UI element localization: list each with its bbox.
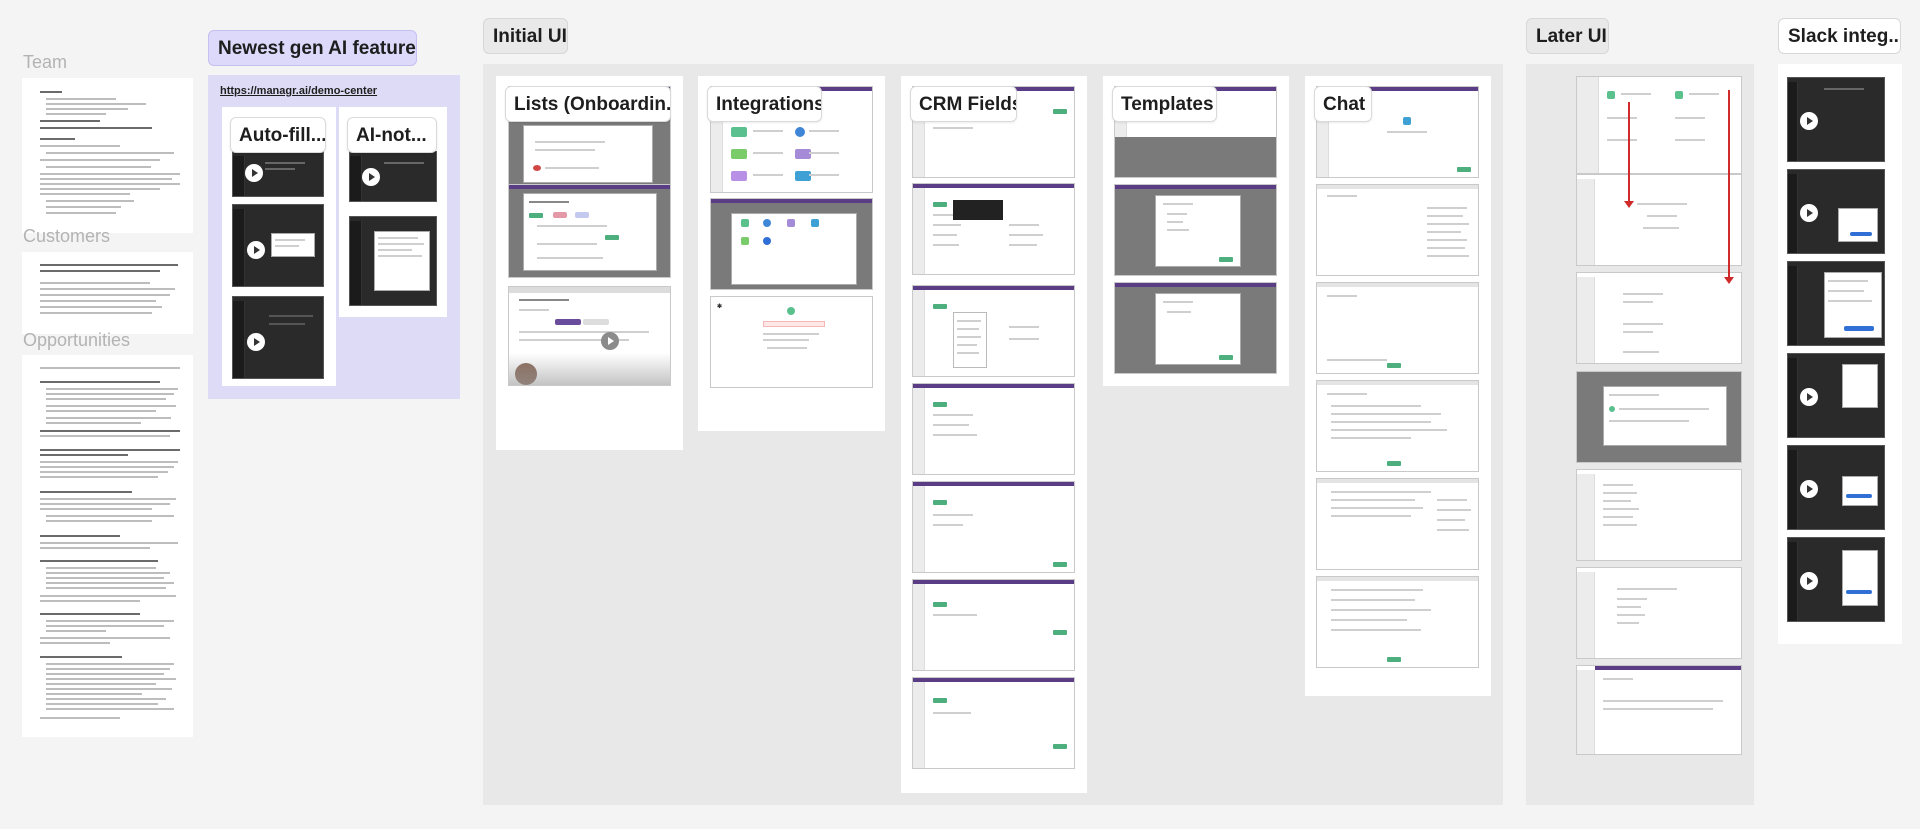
- team-section-label: Team: [23, 52, 68, 72]
- slack-screenshot-4[interactable]: [1787, 353, 1885, 438]
- chat-screenshot-4[interactable]: [1316, 380, 1479, 472]
- slack-screenshot-3[interactable]: [1787, 261, 1885, 346]
- autofill-screenshot-1[interactable]: [232, 151, 324, 197]
- initial-ui-column-chat: [1305, 76, 1491, 696]
- later-ui-screenshot-2[interactable]: [1576, 174, 1742, 266]
- gen-ai-column-autofill: [222, 107, 336, 386]
- initial-ui-column-templates: [1103, 76, 1289, 386]
- play-icon[interactable]: [601, 332, 619, 350]
- play-icon[interactable]: [1800, 204, 1818, 222]
- column-title-chat[interactable]: Chat: [1314, 86, 1372, 122]
- initial-ui-column-lists: [496, 76, 683, 450]
- ai-notes-screenshot-1[interactable]: [349, 151, 437, 202]
- opportunities-document[interactable]: [22, 355, 193, 737]
- initial-ui-column-integrations: ✱: [698, 76, 885, 431]
- crm-fields-screenshot-4[interactable]: [912, 383, 1075, 475]
- column-title-ai-notes[interactable]: AI-not...: [347, 117, 437, 153]
- initial-ui-section-title[interactable]: Initial UI: [483, 18, 568, 54]
- crm-fields-screenshot-7[interactable]: [912, 677, 1075, 769]
- column-title-templates[interactable]: Templates: [1112, 86, 1217, 122]
- later-ui-screenshot-4[interactable]: [1576, 371, 1742, 463]
- lists-screenshot-2[interactable]: [508, 184, 671, 278]
- initial-ui-column-crm-fields: [901, 76, 1087, 793]
- flow-arrow-icon: [1724, 90, 1734, 284]
- play-icon[interactable]: [247, 241, 265, 259]
- slack-section-area: [1778, 64, 1902, 644]
- slack-screenshot-6[interactable]: [1787, 537, 1885, 622]
- slack-screenshot-5[interactable]: [1787, 445, 1885, 530]
- slack-screenshot-1[interactable]: [1787, 77, 1885, 162]
- customers-document[interactable]: [22, 252, 193, 334]
- column-title-crm-fields[interactable]: CRM Fields: [910, 86, 1017, 122]
- later-ui-screenshot-3[interactable]: [1576, 272, 1742, 364]
- slack-section-title[interactable]: Slack integ...: [1778, 18, 1901, 54]
- ai-notes-screenshot-2[interactable]: [349, 216, 437, 306]
- gen-ai-section-title[interactable]: Newest gen AI features: [208, 30, 417, 66]
- crm-fields-screenshot-3[interactable]: [912, 285, 1075, 377]
- play-icon[interactable]: [362, 168, 380, 186]
- column-title-integrations[interactable]: Integrations: [707, 86, 822, 122]
- slack-screenshot-2[interactable]: [1787, 169, 1885, 254]
- later-ui-screenshot-6[interactable]: [1576, 567, 1742, 659]
- play-icon[interactable]: [1800, 388, 1818, 406]
- autofill-screenshot-3[interactable]: [232, 296, 324, 379]
- demo-center-link[interactable]: https://managr.ai/demo-center: [220, 85, 378, 97]
- crm-fields-screenshot-5[interactable]: [912, 481, 1075, 573]
- crm-fields-screenshot-6[interactable]: [912, 579, 1075, 671]
- chat-screenshot-5[interactable]: [1316, 478, 1479, 570]
- crm-fields-screenshot-2[interactable]: [912, 183, 1075, 275]
- templates-screenshot-2[interactable]: [1114, 184, 1277, 276]
- templates-screenshot-3[interactable]: [1114, 282, 1277, 374]
- opportunities-section-label: Opportunities: [23, 330, 131, 350]
- integrations-screenshot-2[interactable]: [710, 198, 873, 290]
- play-icon[interactable]: [1800, 480, 1818, 498]
- later-ui-screenshot-1[interactable]: [1576, 76, 1742, 174]
- column-title-lists[interactable]: Lists (Onboardin...: [505, 86, 671, 122]
- column-title-autofill[interactable]: Auto-fill...: [230, 117, 326, 153]
- autofill-screenshot-2[interactable]: [232, 204, 324, 287]
- lists-screenshot-3[interactable]: [508, 286, 671, 386]
- customers-section-label: Customers: [23, 226, 111, 246]
- play-icon[interactable]: [1800, 572, 1818, 590]
- play-icon[interactable]: [1800, 112, 1818, 130]
- chat-screenshot-2[interactable]: [1316, 184, 1479, 276]
- integrations-screenshot-3[interactable]: ✱: [710, 296, 873, 388]
- chat-screenshot-3[interactable]: [1316, 282, 1479, 374]
- later-ui-screenshot-7[interactable]: [1576, 665, 1742, 755]
- later-ui-screenshot-5[interactable]: [1576, 469, 1742, 561]
- later-ui-section-title[interactable]: Later UI: [1526, 18, 1609, 54]
- flow-arrow-icon: [1624, 102, 1634, 208]
- team-document[interactable]: [22, 78, 193, 233]
- play-icon[interactable]: [245, 164, 263, 182]
- play-icon[interactable]: [247, 333, 265, 351]
- later-ui-screenshots: [1576, 76, 1742, 756]
- chat-screenshot-6[interactable]: [1316, 576, 1479, 668]
- slack-logo-icon: ✱: [717, 304, 723, 310]
